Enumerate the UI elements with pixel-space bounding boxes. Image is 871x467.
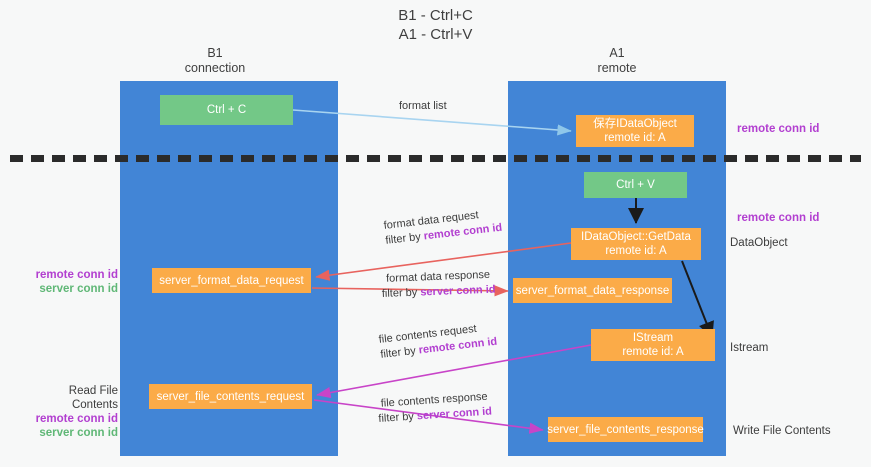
column-a1-role: remote bbox=[597, 61, 637, 75]
annotation-remote-conn-id-top: remote conn id bbox=[737, 123, 820, 135]
annotation-server-conn-id-2: server conn id bbox=[39, 427, 118, 439]
node-server-file-contents-response[interactable]: server_file_contents_response bbox=[547, 417, 704, 442]
node-ctrl-v-label: Ctrl + V bbox=[616, 179, 655, 191]
title-line-1: B1 - Ctrl+C bbox=[398, 7, 473, 24]
filter-key: server conn id bbox=[420, 283, 496, 299]
annotation-read-file-contents: Read File Contents bbox=[68, 385, 118, 411]
edge-label-format-data-request: format data request filter by remote con… bbox=[383, 206, 503, 249]
column-header-a1: A1 remote bbox=[552, 46, 682, 76]
node-istream-line2: remote id: A bbox=[622, 346, 684, 358]
filter-prefix: filter by bbox=[384, 230, 425, 247]
column-header-b1: B1 connection bbox=[150, 46, 280, 76]
node-idataobject-getdata[interactable]: IDataObject::GetData remote id: A bbox=[571, 228, 701, 260]
node-save-idataobject-line1: 保存IDataObject bbox=[593, 118, 677, 130]
node-istream[interactable]: IStream remote id: A bbox=[591, 329, 715, 361]
column-b1-name: B1 bbox=[207, 46, 223, 60]
node-save-idataobject-line2: remote id: A bbox=[604, 132, 666, 144]
annotation-left-conn-ids-1: remote conn id server conn id bbox=[18, 268, 118, 296]
annotation-server-conn-id-1: server conn id bbox=[39, 283, 118, 295]
node-server-file-contents-request[interactable]: server_file_contents_request bbox=[149, 384, 312, 409]
annotation-dataobject: DataObject bbox=[730, 237, 788, 249]
filter-prefix: filter by bbox=[381, 286, 421, 300]
filter-prefix: filter by bbox=[378, 410, 418, 425]
annotation-remote-conn-id-1: remote conn id bbox=[35, 269, 118, 281]
filter-key: server conn id bbox=[416, 405, 493, 423]
node-server-format-data-response[interactable]: server_format_data_response bbox=[513, 278, 672, 303]
edge-label-format-list: format list bbox=[399, 100, 447, 112]
annotation-write-file-contents: Write File Contents bbox=[733, 425, 831, 437]
column-b1-role: connection bbox=[184, 61, 246, 75]
annotation-istream: Istream bbox=[730, 342, 769, 354]
node-server-file-contents-request-label: server_file_contents_request bbox=[156, 390, 305, 403]
annotation-remote-conn-id-mid: remote conn id bbox=[737, 212, 820, 224]
edge-label-format-data-response: format data response filter by server co… bbox=[381, 268, 496, 302]
node-getdata-line1: IDataObject::GetData bbox=[581, 231, 691, 243]
annotation-remote-conn-id-2: remote conn id bbox=[35, 413, 118, 425]
title-line-2: A1 - Ctrl+V bbox=[398, 26, 473, 43]
edge-label-format-data-response-filter: filter by server conn id bbox=[382, 283, 496, 302]
node-server-format-data-request-label: server_format_data_request bbox=[159, 274, 304, 287]
edge-label-file-contents-request: file contents request filter by remote c… bbox=[378, 320, 498, 363]
annotation-left-conn-ids-2: Read File Contents remote conn id server… bbox=[25, 384, 118, 440]
column-a1-name: A1 bbox=[609, 46, 625, 60]
node-server-format-data-response-label: server_format_data_response bbox=[515, 284, 670, 297]
node-save-idataobject[interactable]: 保存IDataObject remote id: A bbox=[576, 115, 694, 147]
edge-label-file-contents-response: file contents response filter by server … bbox=[377, 389, 492, 426]
node-istream-line1: IStream bbox=[632, 332, 674, 344]
node-ctrl-v[interactable]: Ctrl + V bbox=[584, 172, 687, 198]
node-server-file-contents-response-label: server_file_contents_response bbox=[547, 423, 704, 436]
node-ctrl-c[interactable]: Ctrl + C bbox=[160, 95, 293, 125]
page-title: B1 - Ctrl+C A1 - Ctrl+V bbox=[0, 6, 871, 44]
node-getdata-line2: remote id: A bbox=[605, 245, 667, 257]
node-server-format-data-request[interactable]: server_format_data_request bbox=[152, 268, 311, 293]
filter-prefix: filter by bbox=[379, 344, 420, 361]
dashed-separator bbox=[10, 155, 861, 162]
node-ctrl-c-label: Ctrl + C bbox=[206, 104, 247, 116]
